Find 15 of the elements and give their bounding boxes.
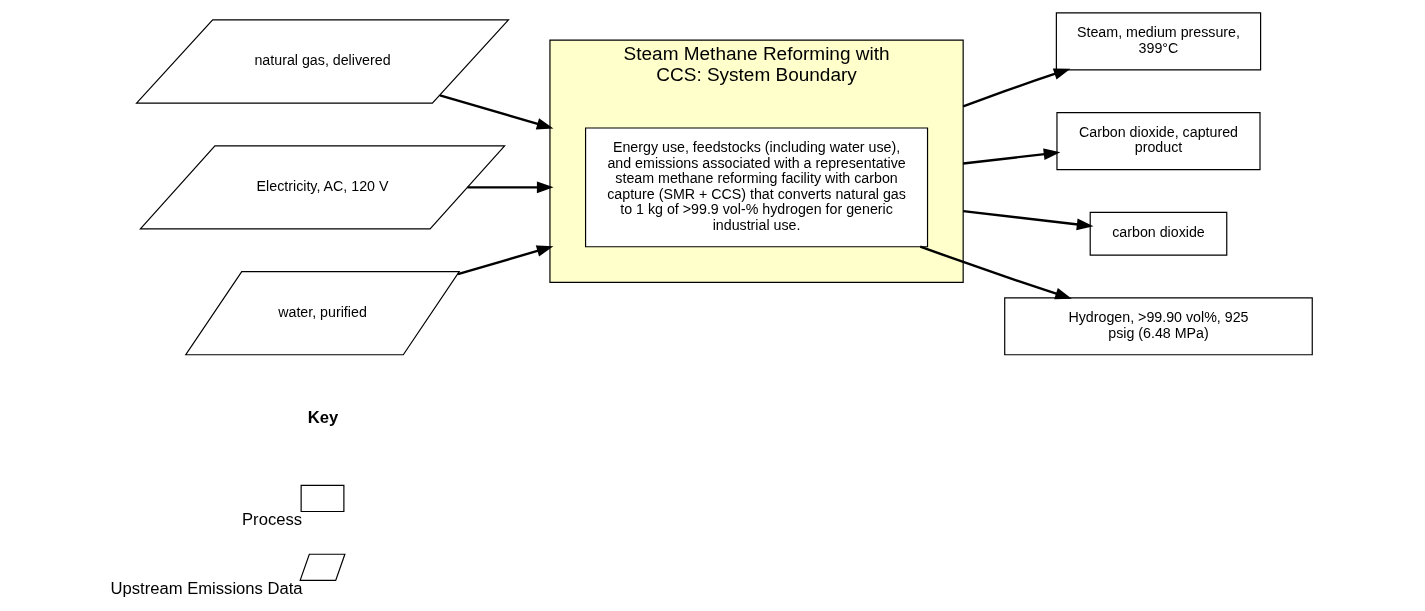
arrow bbox=[467, 181, 554, 194]
node-box: Carbon dioxide, captured product bbox=[1056, 111, 1261, 171]
legend-label: Process bbox=[242, 509, 303, 529]
arrow bbox=[963, 210, 1094, 231]
arrow bbox=[919, 245, 1072, 300]
arrow bbox=[963, 148, 1061, 165]
node-box: carbon dioxide bbox=[1089, 211, 1228, 256]
label: Key bbox=[307, 408, 339, 428]
arrow bbox=[439, 94, 554, 130]
node-box: Energy use, feedstocks (including water use), and emissions associated with a representative steam methane reforming facility with carbon capture (SMR + CCS) that converts natural gas to 1 kg of >99.9 vol-% hydrogen for generic industrial use. bbox=[585, 127, 929, 248]
legend-label: Upstream Emissions Data bbox=[110, 578, 303, 598]
node-box: Steam, medium pressure, 399°C bbox=[1055, 12, 1262, 71]
arrow bbox=[962, 68, 1071, 108]
node-box: Hydrogen, >99.90 vol%, 925 psig (6.48 MPa) bbox=[1004, 297, 1313, 356]
arrow bbox=[457, 245, 554, 276]
